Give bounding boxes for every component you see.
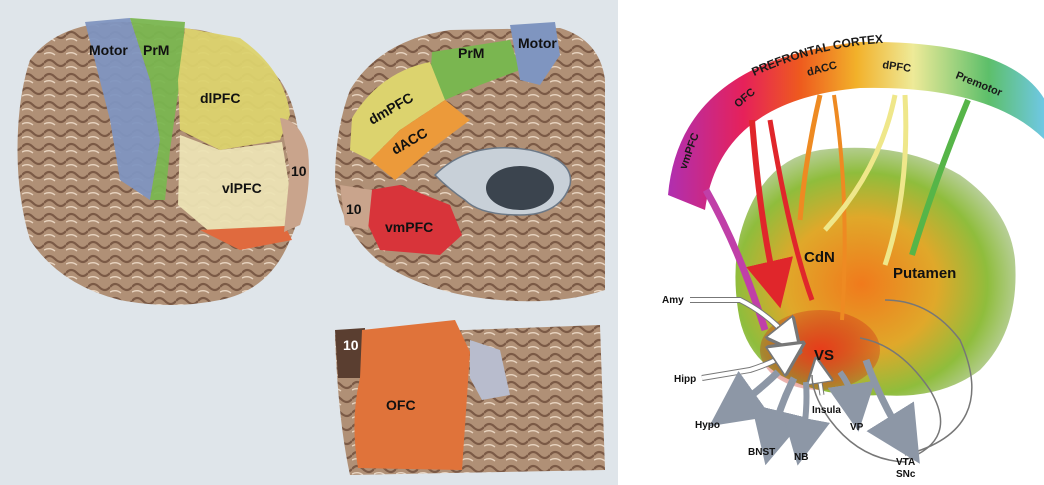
label-dlpfc: dlPFC [200,90,240,106]
label-cdn: CdN [804,249,835,266]
label-area10-lateral: 10 [291,163,307,179]
label-vlpfc: vlPFC [222,180,262,196]
output-bnst [772,378,794,438]
output-nb [802,382,807,442]
label-putamen: Putamen [893,265,956,282]
label-insula: Insula [812,405,841,416]
label-prm-medial: PrM [458,45,484,61]
ventricle [486,166,554,210]
right-panel: PREFRONTAL CORTEX vmPFC OFC dACC dPFC Pr… [662,32,1044,480]
lateral-brain-view: Motor PrM dlPFC vlPFC 10 [18,18,310,305]
ventral-brain-view: 10 OFC [335,320,605,475]
label-vp: VP [850,422,864,433]
label-prm-lateral: PrM [143,42,169,58]
ofc-region [354,320,470,470]
label-motor-lateral: Motor [89,42,128,58]
label-nb: NB [794,452,808,463]
label-area10-medial: 10 [346,201,362,217]
output-hypo [732,372,778,410]
label-ofc-ventral: OFC [386,397,416,413]
label-vta: VTA [896,457,915,468]
label-motor-medial: Motor [518,35,557,51]
label-hipp: Hipp [674,374,696,385]
label-vmpfc: vmPFC [385,219,433,235]
label-bnst: BNST [748,447,775,458]
label-amy: Amy [662,295,684,306]
label-hypo: Hypo [695,420,720,431]
label-snc: SNc [896,469,916,480]
label-vs: VS [814,347,834,364]
label-area10-ventral: 10 [343,337,359,353]
